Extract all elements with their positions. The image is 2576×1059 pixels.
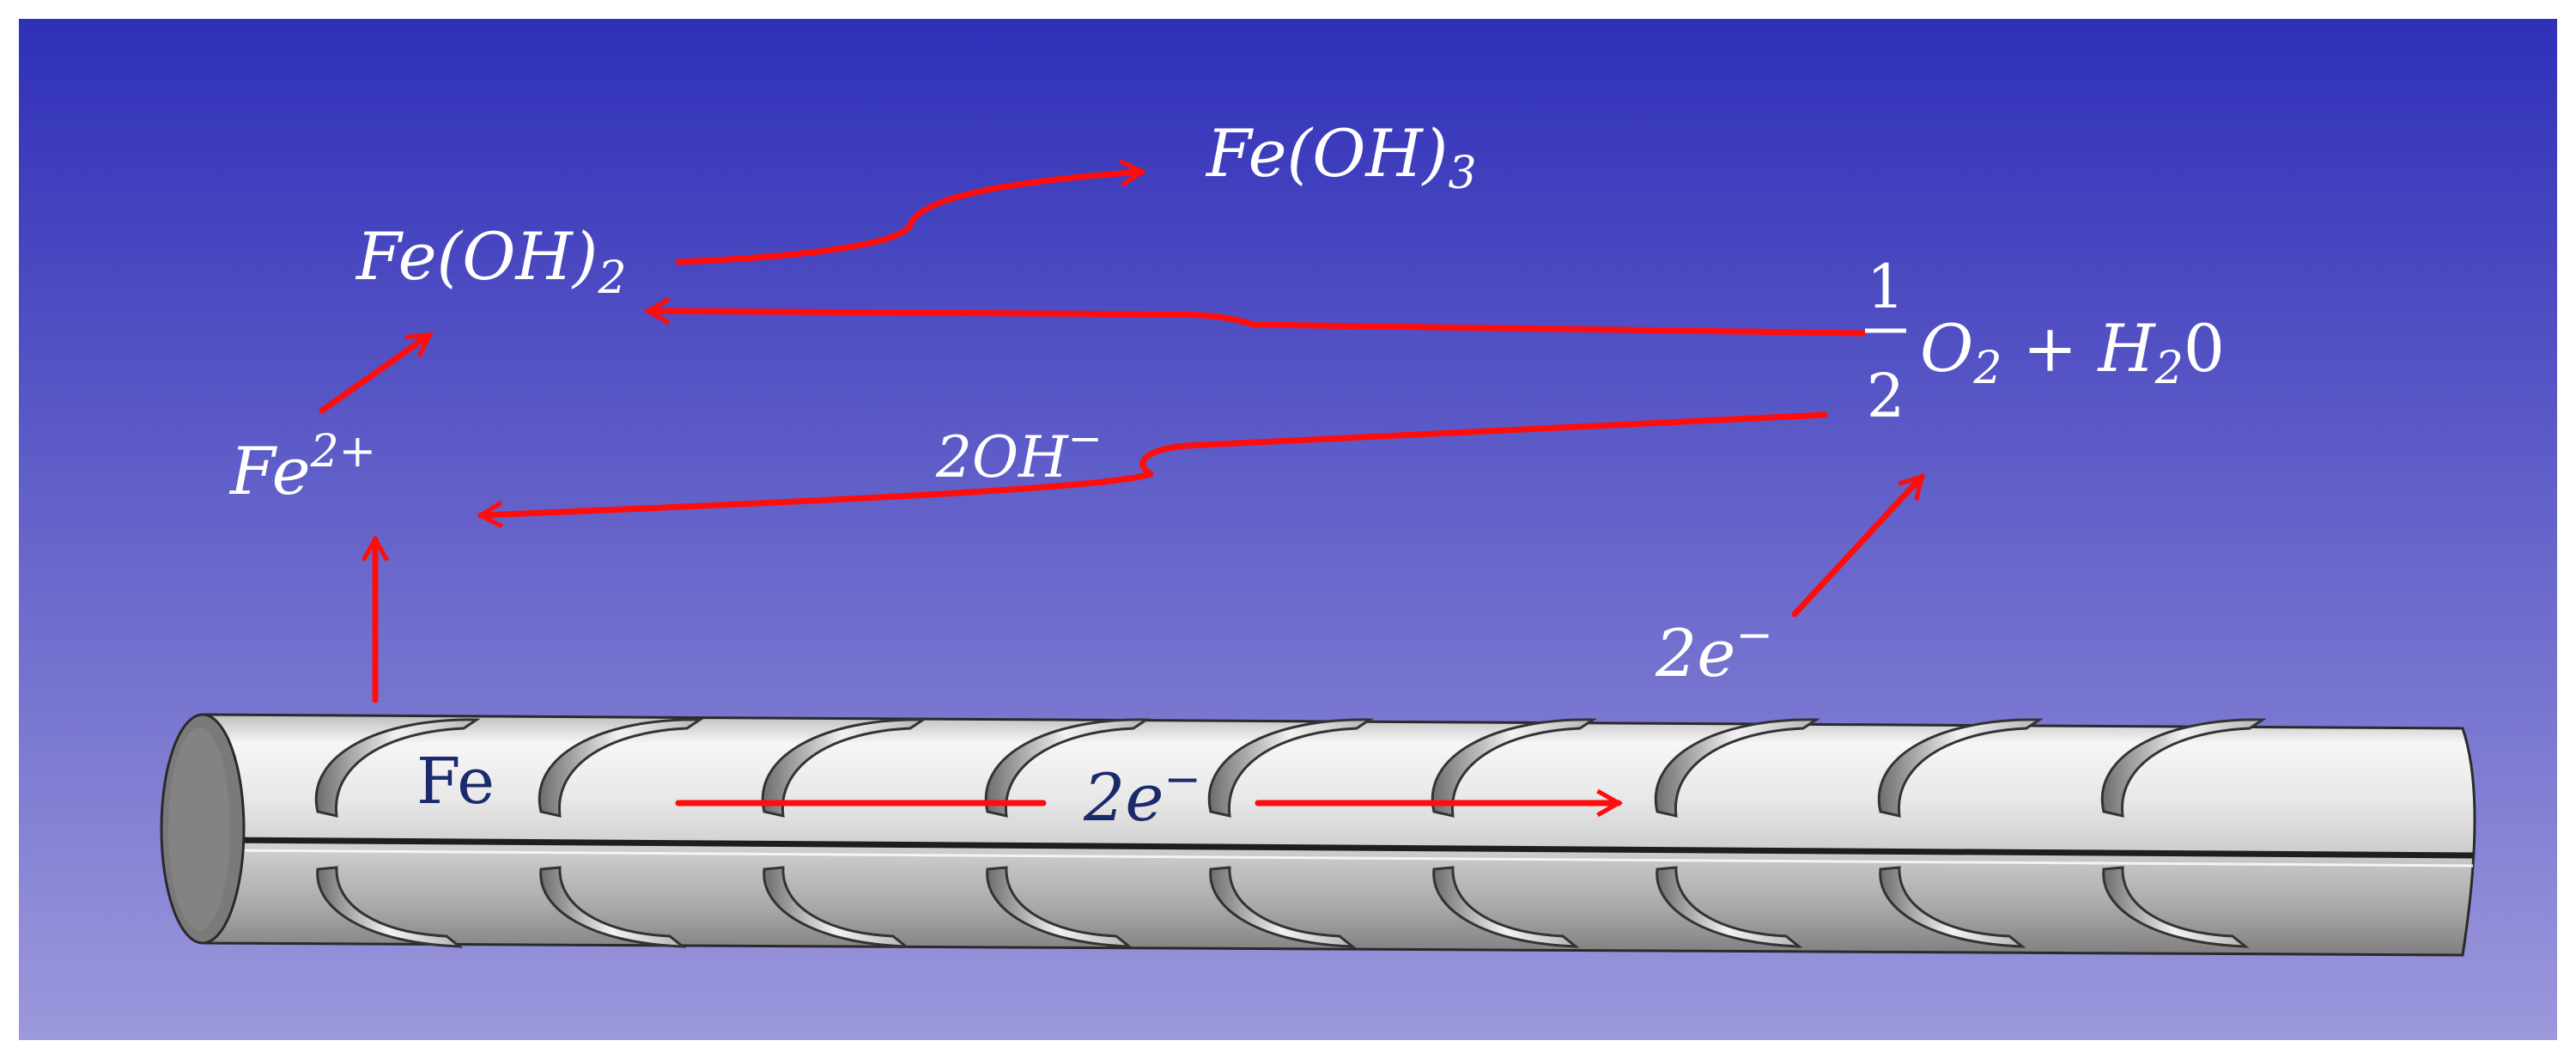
- rebar-rib-lower: [2102, 866, 2250, 948]
- rebar-rib-upper: [1654, 718, 1820, 818]
- rebar-rib-upper: [1431, 718, 1597, 818]
- label-electrons-rod: 2e−: [1083, 754, 1201, 836]
- fraction-denominator: 2: [1867, 361, 1905, 431]
- arrow-feoh2-to-feoh3: [675, 159, 1147, 265]
- reaction-arrows: [319, 159, 1925, 818]
- label-fe-oh-3: Fe(OH)3: [1205, 115, 1477, 199]
- rebar-rib-lower: [986, 866, 1133, 948]
- chemical-labels: Fe(OH)3 Fe(OH)2 Fe2+ 2OH− 1 2 O2 + H20 2…: [228, 115, 2225, 691]
- rebar-rib-lower: [316, 866, 464, 948]
- rebar-rib-upper: [1877, 718, 2044, 818]
- rebar-rib-lower: [1209, 866, 1357, 948]
- rebar-rib-upper: [538, 718, 704, 818]
- rebar-ribs: [314, 718, 2267, 948]
- label-oxygen-water: 1 2 O2 + H20: [1865, 252, 2225, 431]
- rebar-rib-upper: [314, 718, 481, 818]
- rebar-rib-upper: [984, 718, 1151, 818]
- oxygen-water-formula: O2 + H20: [1920, 310, 2225, 394]
- arrow-oxygen-to-feoh2: [643, 296, 1867, 337]
- rebar-rib-upper: [1207, 718, 1374, 818]
- arrow-electrons-to-oxygen: [1791, 473, 1925, 618]
- rod-labels: Fe 2e−: [416, 745, 1201, 836]
- label-fe-oh-2: Fe(OH)2: [355, 218, 627, 304]
- rebar-rib-lower: [539, 866, 687, 948]
- rebar-seam: [214, 837, 2474, 859]
- rebar-rib-upper: [2100, 718, 2267, 818]
- label-hydroxide: 2OH−: [935, 415, 1103, 490]
- rebar: [160, 713, 2476, 957]
- fraction-numerator: 1: [1867, 252, 1905, 322]
- arrow-oxygen-to-fe2plus-hydroxide: [476, 411, 1828, 529]
- arrow-fe2plus-to-feoh2: [319, 332, 434, 414]
- rebar-rib-lower: [1432, 866, 1580, 948]
- rebar-rib-lower: [1879, 866, 2026, 948]
- label-fe-2plus: Fe2+: [228, 426, 376, 509]
- label-electrons-cathode: 2e−: [1655, 610, 1773, 691]
- rebar-rib-upper: [761, 718, 927, 818]
- rebar-rib-lower: [762, 866, 910, 948]
- rebar-rib-lower: [1656, 866, 1803, 948]
- label-metal-fe: Fe: [416, 745, 495, 819]
